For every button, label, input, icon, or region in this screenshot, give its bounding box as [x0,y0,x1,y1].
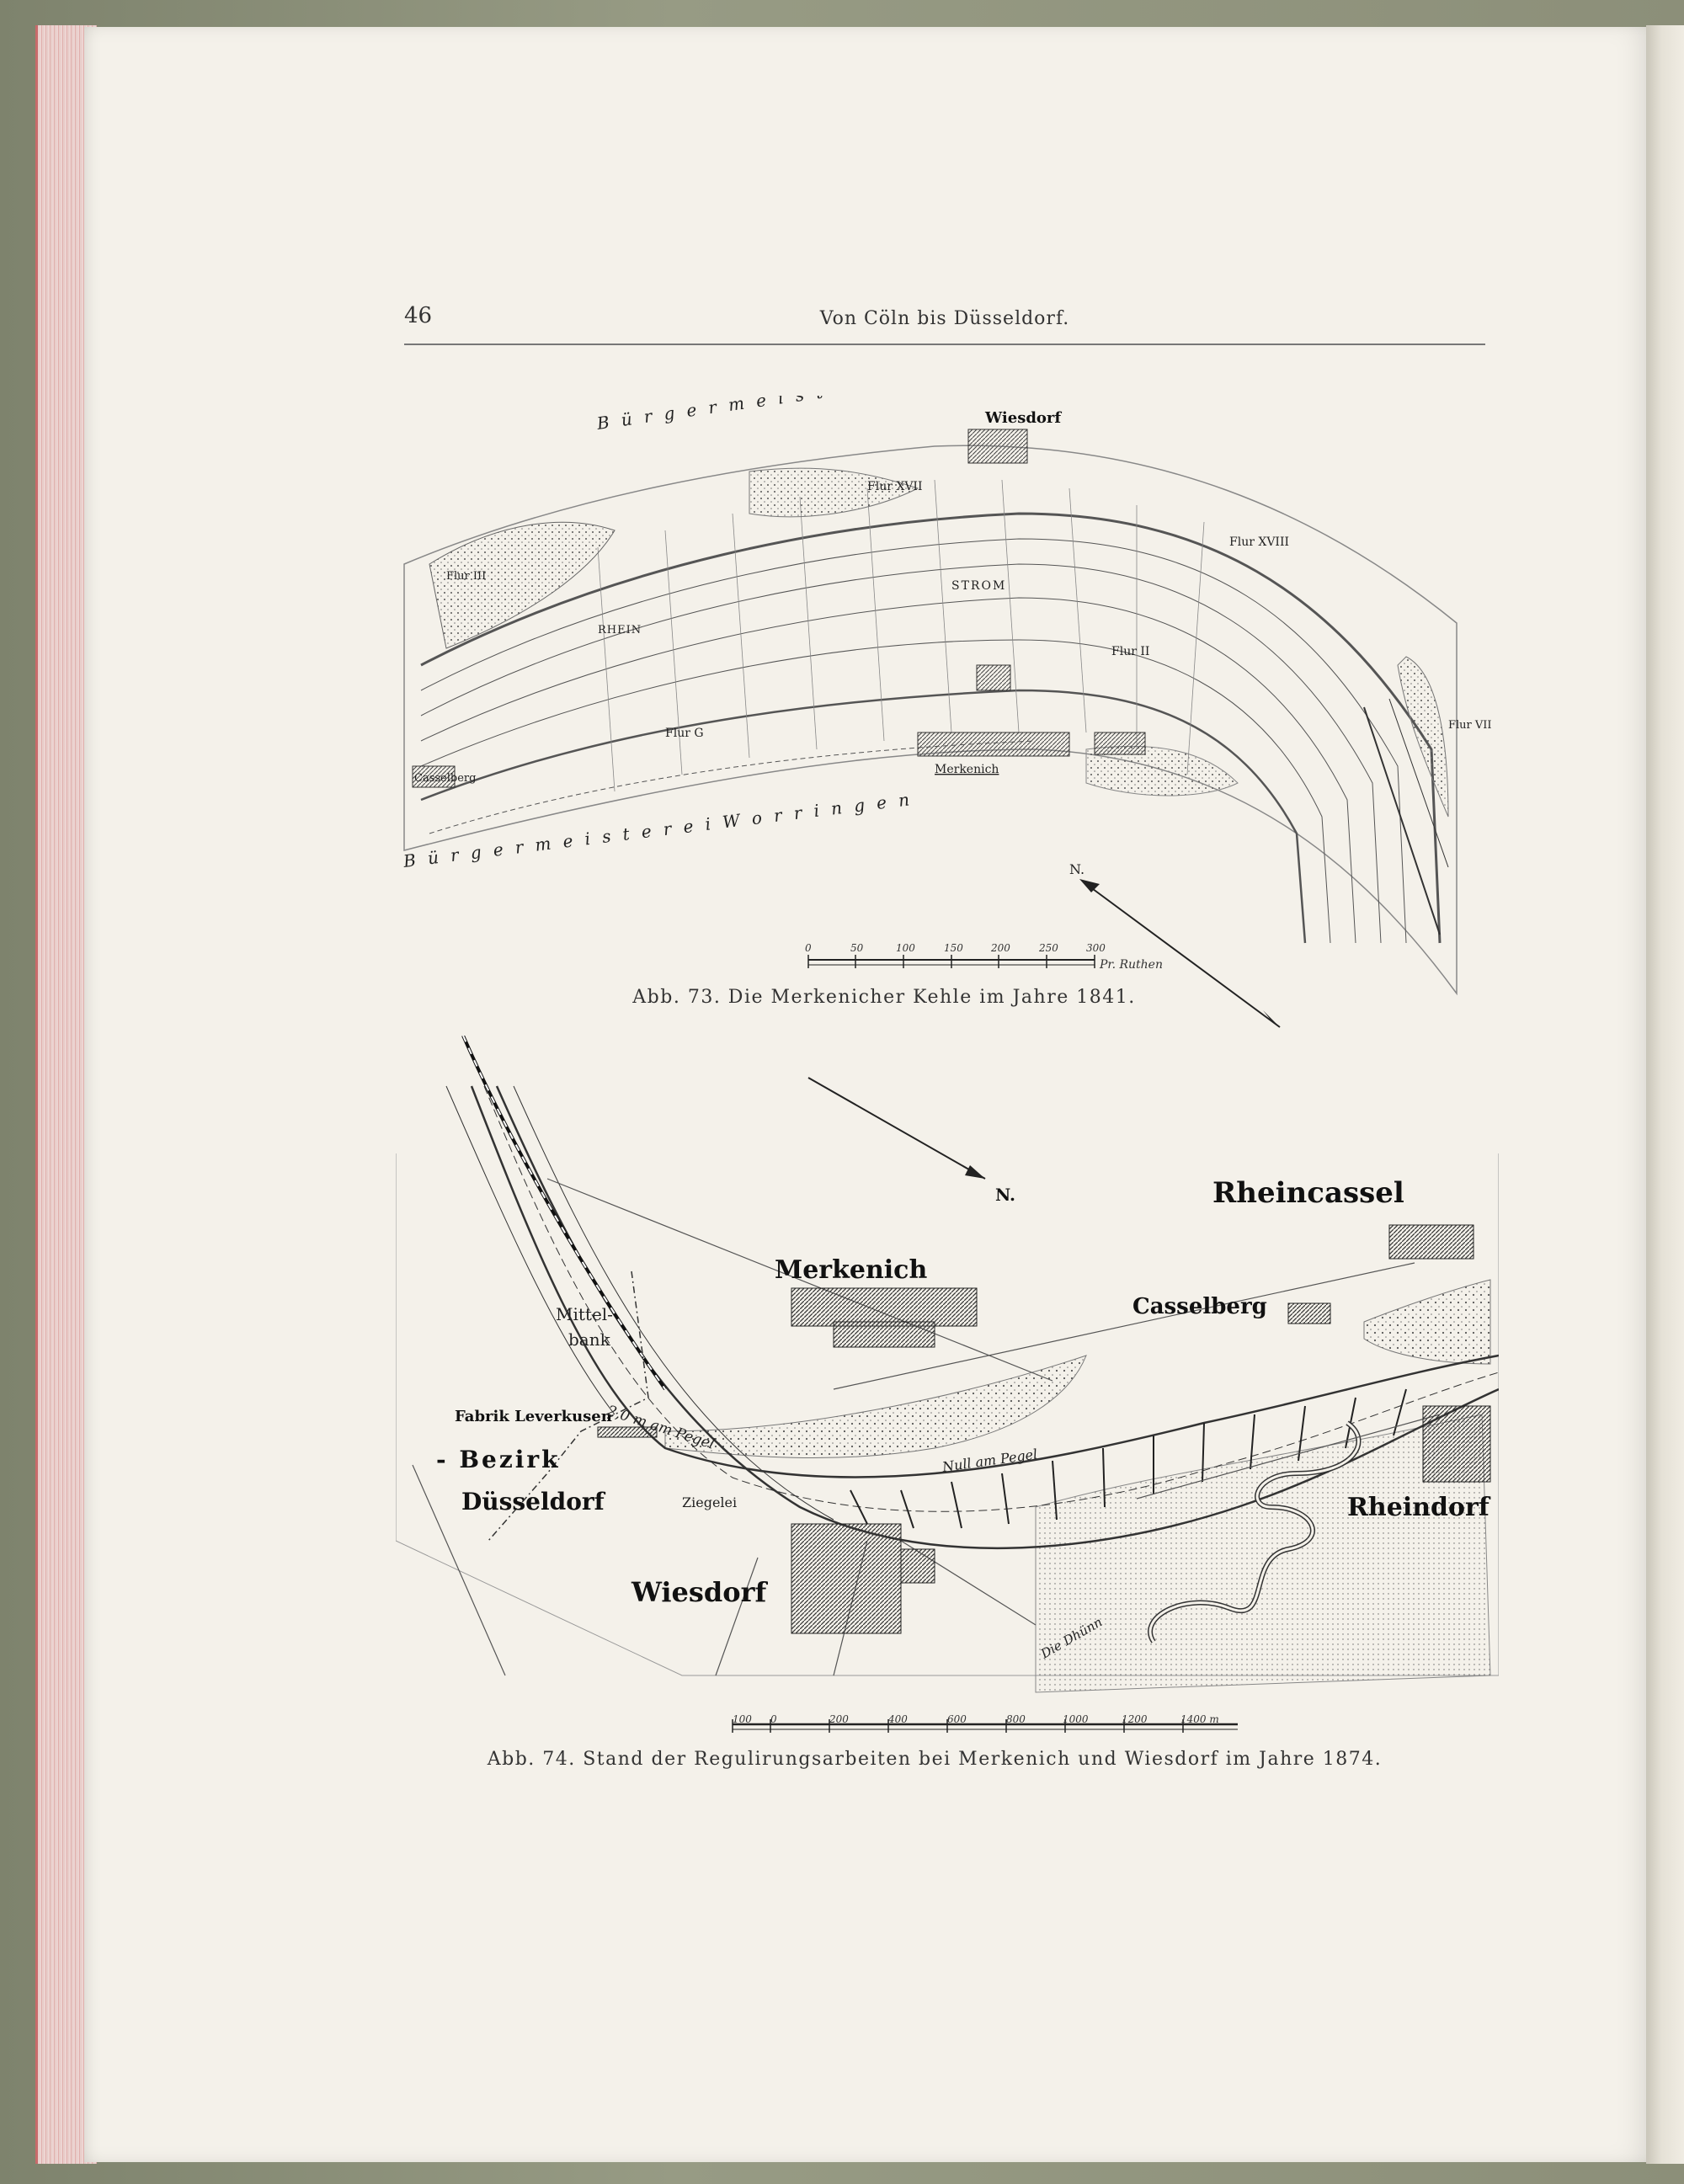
map2-label-ziegelei: Ziegelei [682,1494,737,1510]
map2-label-duesseldorf: Düsseldorf [461,1488,606,1515]
map1-scale-tick: 250 [1038,942,1058,954]
map1-island [429,521,616,649]
map2-scale-tick: 100 [733,1713,752,1725]
map1-scale-tick: 200 [990,942,1010,954]
map2-scale-tick: 1000 [1063,1713,1089,1725]
map1-label-casselberg: Casselberg [414,772,476,785]
map1-scale-tick: 300 [1086,942,1106,954]
map2-north-label: N. [995,1185,1015,1205]
map1-label-flur-vii: Flur VII [1448,719,1492,732]
map1-label-wiesdorf: Wiesdorf [984,409,1062,427]
map2-scale-bar [732,1719,1238,1733]
map1-scale-bar: 0 50 100 150 200 250 300 Pr. Ruthen [805,942,1163,972]
map1-label-strom: STROM [951,579,1006,593]
map2-rheincassel-houses [1388,1224,1474,1260]
map1-scale-tick: 0 [805,942,812,954]
map1-label-rhein: RHEIN [598,624,642,637]
map1-scale-tick: 100 [896,942,915,954]
page-number: 46 [404,303,433,328]
caption-abb-73: Abb. 73. Die Merkenicher Kehle im Jahre … [632,987,1136,1008]
map1-wiesdorf-houses [967,429,1028,464]
map2-scale-tick: 600 [947,1713,967,1725]
map2-scale-tick: 400 [888,1713,908,1725]
map2-scale-tick: 1400 m [1180,1713,1219,1725]
map2-outline [396,1153,1499,1676]
map2-label-null-pegel: Null am Pegel [941,1446,1038,1475]
map1-scale-tick: 150 [944,942,963,954]
map-1874: Rheincassel Merkenich Casselberg Mittel-… [396,1036,1499,1734]
map1-outline [403,445,1458,996]
map2-label-casselberg: Casselberg [1132,1294,1267,1319]
map1-label-merkenich: Merkenich [935,763,999,776]
map1-arc-bottom: B ü r g e r m e i s t e r e i W o r r i … [402,789,914,871]
map2-label-wiesdorf: Wiesdorf [631,1576,768,1608]
map1-scale-tick: 50 [850,942,864,954]
map1-label-flur-ii: Flur II [1111,645,1149,658]
map2-scale-tick: 0 [770,1713,777,1725]
map2-label-bezirk: - Bezirk [436,1446,561,1473]
map1-north-arrow: N. [1069,861,1281,1028]
book-gutter [1646,25,1684,2164]
map2-label-fabrik: Fabrik Leverkusen [455,1408,612,1425]
map-1841: Wiesdorf Flur XVII Flur XVIII Flur III F… [396,396,1507,1036]
map2-casselberg-houses [1287,1302,1331,1324]
map2-label-rheindorf: Rheindorf [1347,1493,1491,1522]
map1-merkenich-houses [917,732,1070,757]
page-header: 46 Von Cöln bis Düsseldorf. [404,303,1485,345]
map2-label-rheincassel: Rheincassel [1212,1176,1404,1210]
page [84,27,1659,2162]
map2-label-merkenich: Merkenich [775,1255,927,1285]
map2-scale-tick: 800 [1006,1713,1026,1725]
caption-abb-74: Abb. 74. Stand der Regulirungsarbeiten b… [487,1749,1383,1770]
map1-north-label: N. [1069,861,1084,877]
map2-merkenich-houses [791,1287,978,1327]
map2-north-arrow: N. [807,1077,1015,1205]
map2-scale-tick: 200 [829,1713,849,1725]
map1-scale-unit: Pr. Ruthen [1099,958,1163,972]
map2-wiesdorf-houses [791,1523,902,1634]
map1-label-flur-xvii: Flur XVII [867,480,923,493]
map2-label-bank: bank [568,1329,611,1350]
map1-label-flur-iii: Flur III [446,570,486,583]
running-head: Von Cöln bis Düsseldorf. [819,308,1070,329]
map2-scale-tick: 1200 [1122,1713,1148,1725]
map1-label-flur-g: Flur G [665,727,704,740]
map1-label-flur-xviii: Flur XVIII [1229,535,1289,549]
map2-rheindorf-houses [1422,1405,1491,1483]
map2-label-mittel: Mittel- [556,1304,613,1324]
map2-scale-ticks: 100 0 200 400 600 800 1000 1200 1400 m [724,1713,1246,1732]
